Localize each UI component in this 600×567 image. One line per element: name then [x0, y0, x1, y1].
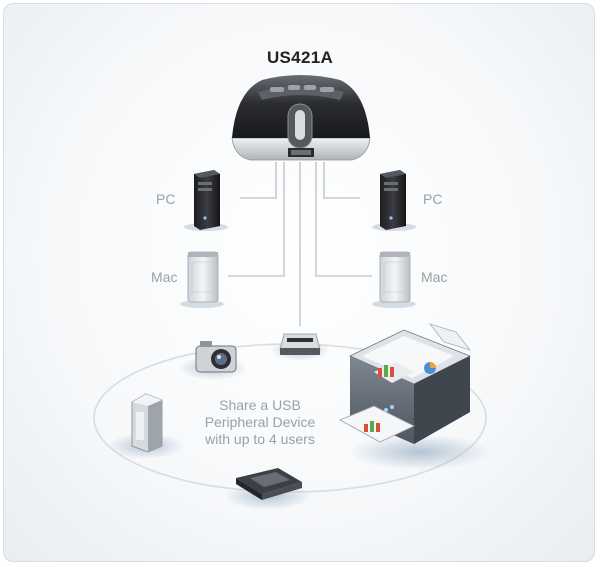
share-caption: Share a USB Peripheral Device with up to… [196, 397, 324, 448]
scanner-icon [236, 468, 302, 500]
pc-tower-left [184, 170, 228, 231]
label-pc-left: PC [156, 191, 176, 207]
caption-line-3: with up to 4 users [205, 431, 315, 447]
usb-switch-device [231, 75, 371, 161]
external-drive-icon [131, 393, 163, 453]
pc-tower-right [372, 170, 416, 231]
device-title: US421A [266, 48, 334, 67]
connector-lines [228, 162, 372, 326]
line-right-mac [315, 162, 372, 277]
mac-tower-left [180, 251, 224, 308]
label-pc-right: PC [423, 191, 443, 207]
label-mac-left: Mac [151, 269, 178, 285]
label-mac-right: Mac [421, 269, 448, 285]
card-reader-icon [279, 333, 321, 355]
caption-line-1: Share a USB [219, 397, 301, 413]
caption-line-2: Peripheral Device [204, 414, 316, 430]
line-right-pc [323, 162, 360, 199]
mac-tower-right [372, 251, 416, 308]
line-left-mac [228, 162, 285, 277]
camera-icon [195, 341, 237, 373]
printer-icon [339, 323, 472, 444]
line-left-pc [240, 162, 277, 199]
